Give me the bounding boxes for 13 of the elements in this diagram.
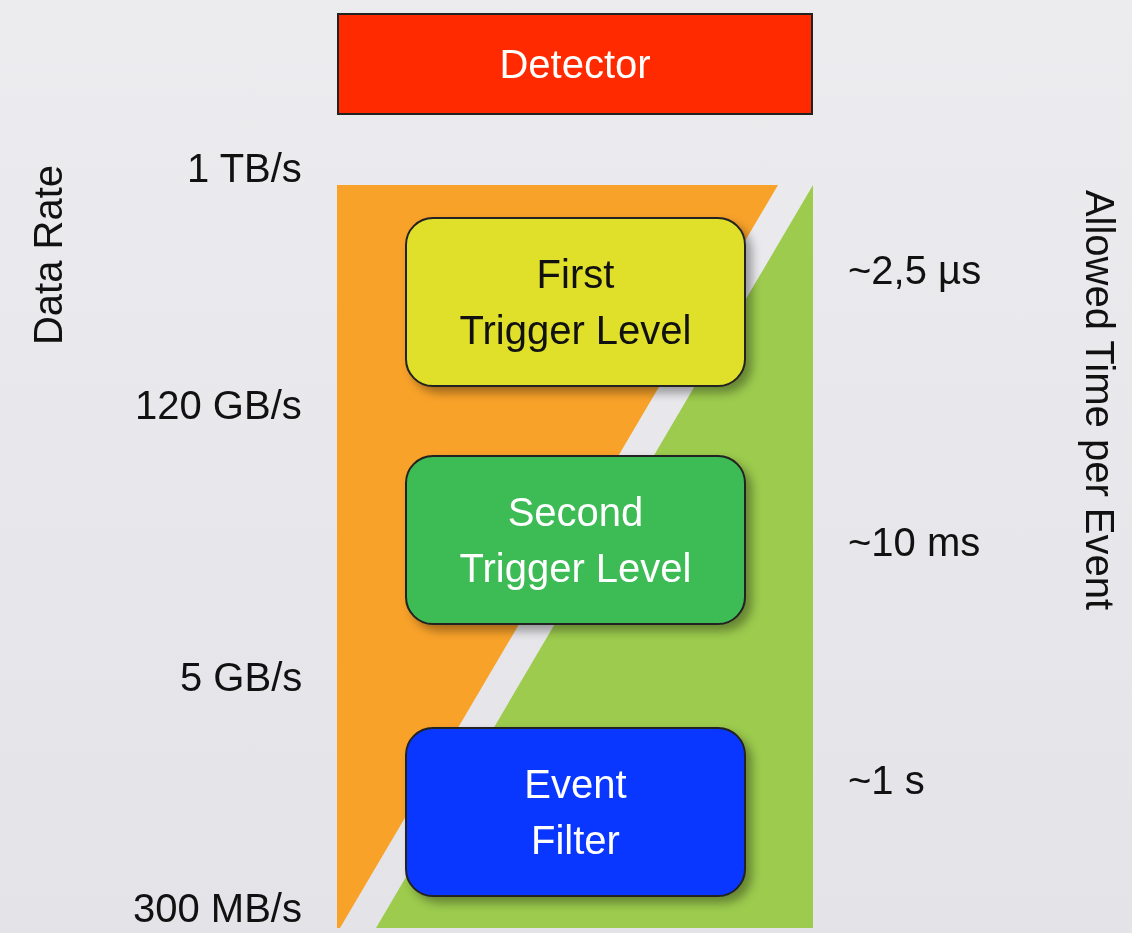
data-rate-value: 5 GB/s bbox=[180, 654, 303, 701]
data-rate-value: 1 TB/s bbox=[187, 145, 302, 192]
time-value: ~1 s bbox=[848, 757, 925, 804]
event-filter-box: Event Filter bbox=[405, 727, 746, 897]
data-rate-value: 300 MB/s bbox=[133, 885, 302, 932]
trigger-level-box: Second Trigger Level bbox=[405, 455, 746, 625]
time-value: ~10 ms bbox=[848, 519, 981, 566]
time-value: ~2,5 µs bbox=[848, 247, 982, 294]
axis-title: Allowed Time per Event bbox=[1077, 189, 1124, 611]
detector-box: Detector bbox=[337, 13, 813, 115]
axis-title: Data Rate bbox=[25, 164, 72, 346]
data-rate-value: 120 GB/s bbox=[135, 382, 302, 429]
trigger-level-box: First Trigger Level bbox=[405, 217, 746, 387]
